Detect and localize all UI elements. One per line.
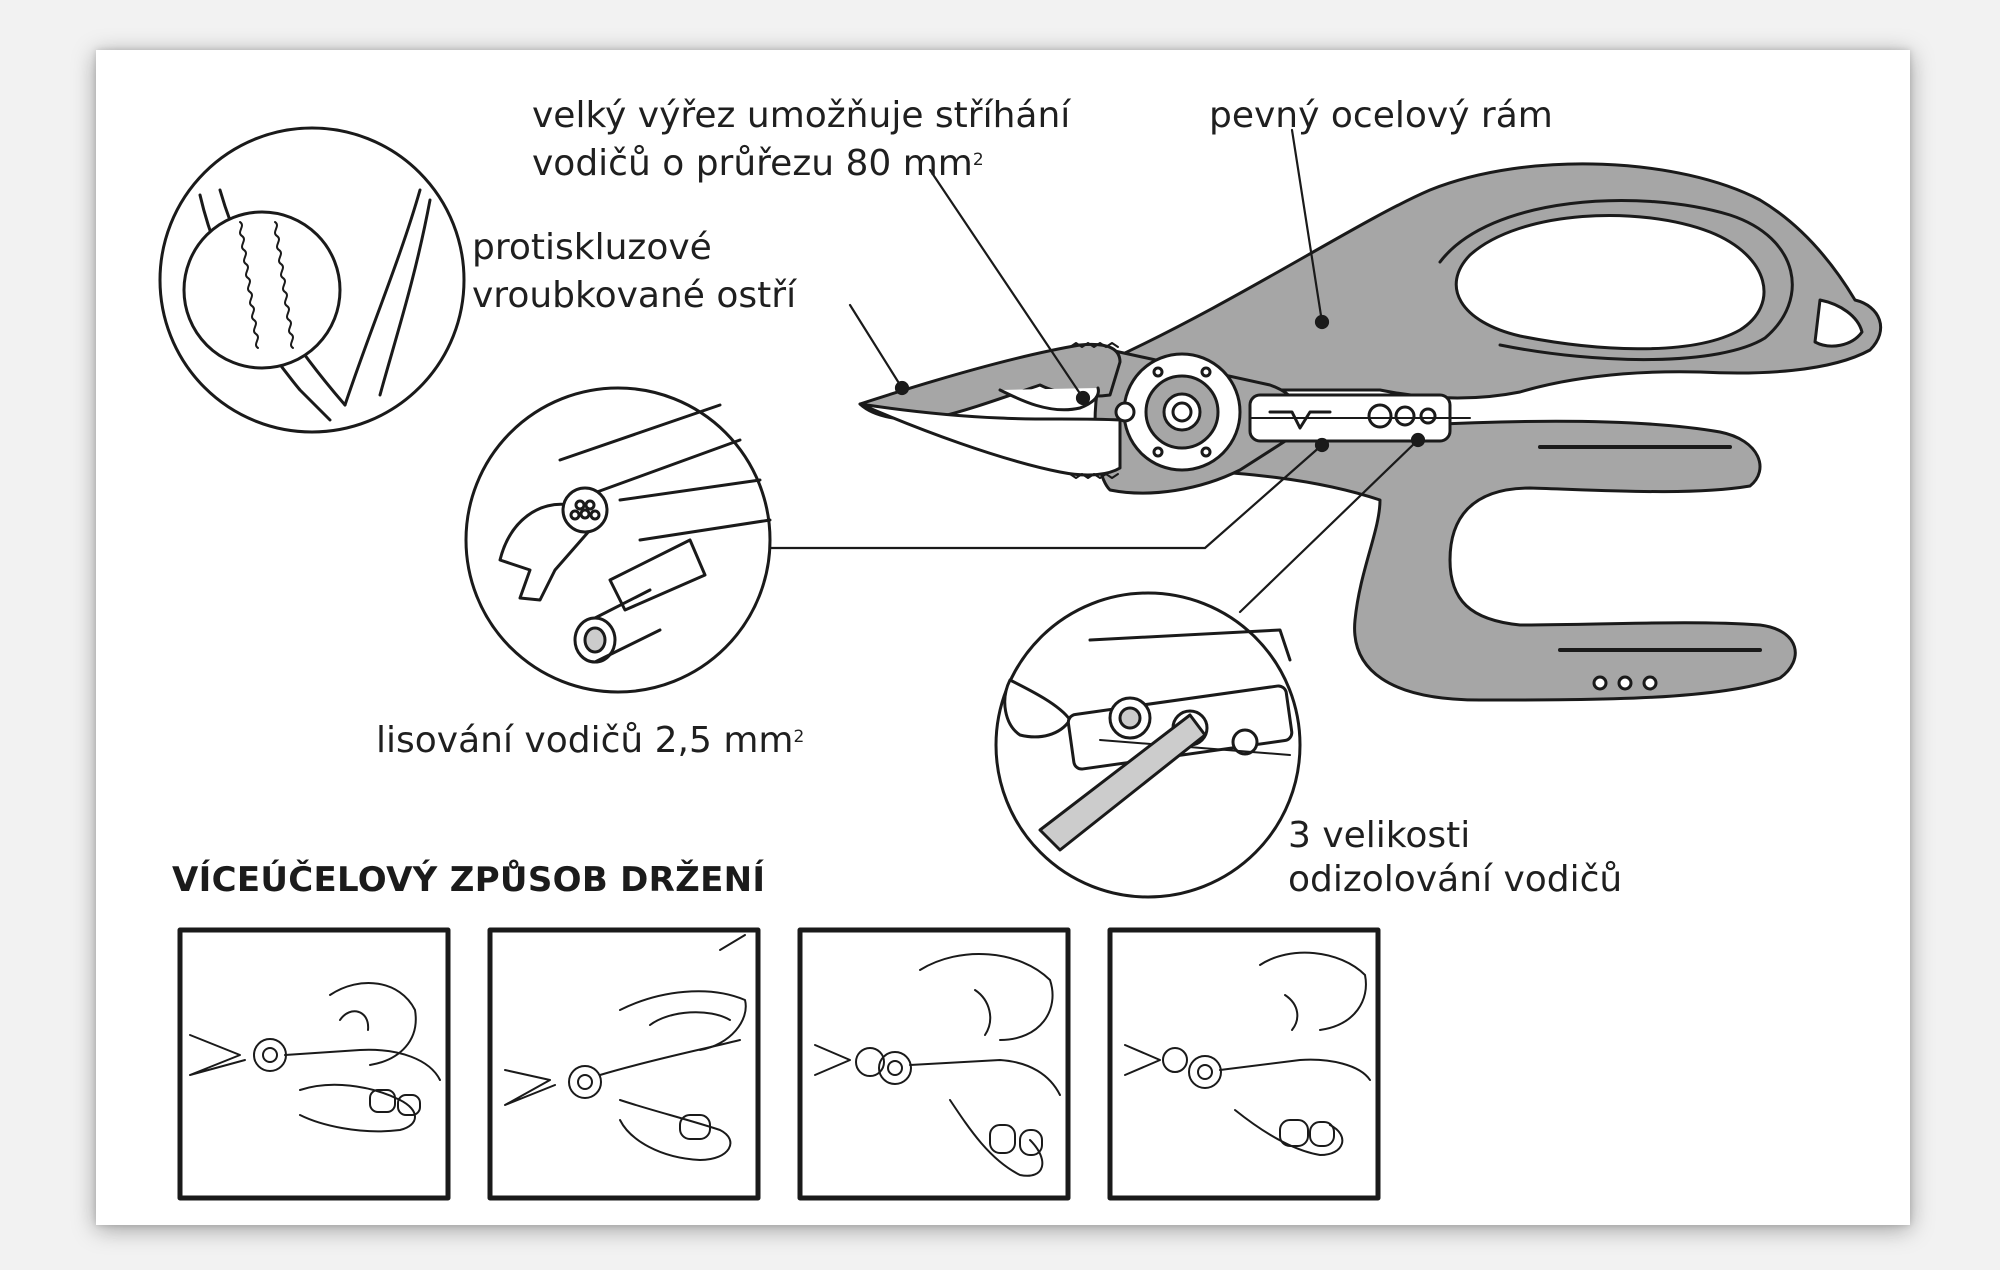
grip-sketch-1 (189, 982, 441, 1133)
detail-stripping (994, 591, 1302, 899)
grip-panel-1 (177, 927, 451, 1201)
label-blade-line1: protiskluzové (472, 227, 712, 268)
label-blade: protiskluzové vroubkované ostří (472, 224, 796, 320)
grip-panel-2 (487, 927, 761, 1201)
label-blade-line2: vroubkované ostří (472, 275, 797, 316)
cutting-notch (998, 386, 1100, 412)
blade-serration (1069, 342, 1119, 348)
detail-crimping (464, 386, 772, 694)
label-crimp-sup: 2 (793, 727, 805, 747)
label-notch-line1: velký výřez umožňuje stříhání (532, 95, 1071, 136)
upper-handle-tip (1813, 298, 1864, 348)
grip-panels (177, 927, 1381, 1201)
label-crimp: lisování vodičů 2,5 mm2 (376, 717, 804, 765)
label-crimp-text: lisování vodičů 2,5 mm (376, 720, 794, 761)
label-notch-line2-wrap: vodičů o průřezu 80 mm2 (532, 140, 1070, 188)
detail-serrated-blade (158, 126, 466, 434)
label-notch-sup: 2 (972, 150, 984, 170)
callout-leaders (768, 128, 1426, 614)
section-title: VÍCEÚČELOVÝ ZPŮSOB DRŽENÍ (172, 860, 766, 900)
label-notch-line2: vodičů o průřezu 80 mm (532, 143, 973, 184)
upper-grip-inner (1438, 199, 1794, 362)
label-notch: velký výřez umožňuje stříhání vodičů o p… (532, 92, 1070, 188)
label-frame: pevný ocelový rám (1209, 92, 1553, 140)
upper-handle-loop (1454, 213, 1766, 351)
grip-sketch-2 (504, 934, 747, 1161)
electrician-scissors (858, 162, 1883, 702)
label-strip-line1: 3 velikosti (1288, 815, 1471, 856)
lower-handle (1148, 419, 1797, 702)
lower-blade (858, 402, 1122, 477)
label-strip-line2: odizolování vodičů (1288, 859, 1623, 900)
grip-sketch-4 (1124, 951, 1371, 1156)
label-frame-text: pevný ocelový rám (1209, 95, 1553, 136)
label-strip: 3 velikosti odizolování vodičů (1288, 814, 1622, 902)
grip-sketch-3 (814, 953, 1061, 1177)
